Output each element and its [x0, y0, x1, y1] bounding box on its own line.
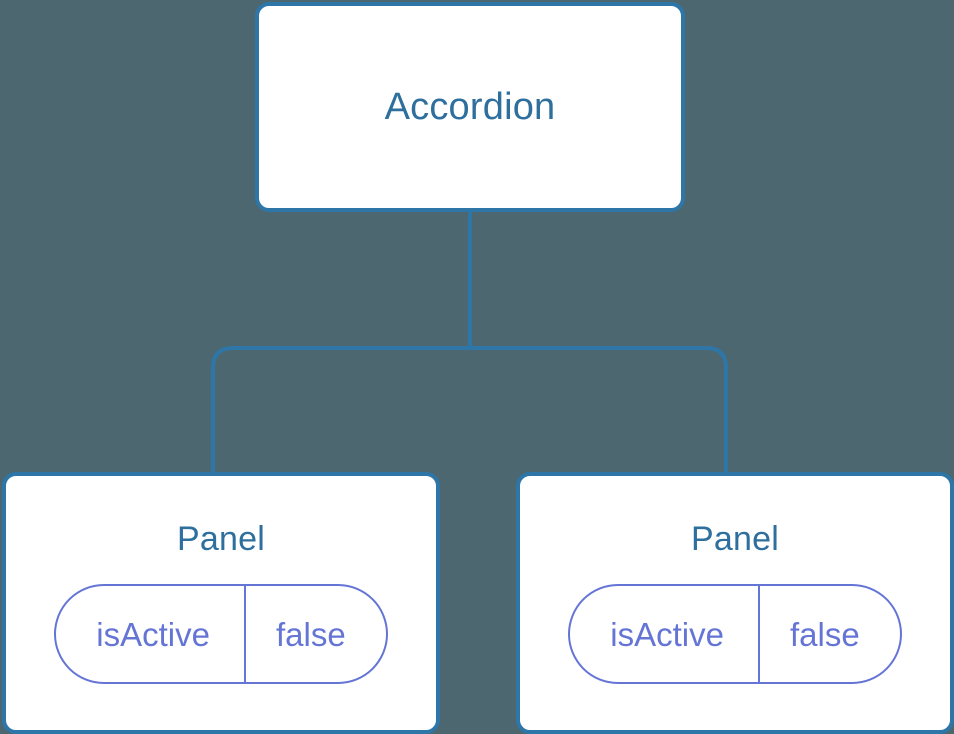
prop-pill[interactable]: isActive false — [568, 584, 902, 684]
prop-value-label: false — [243, 586, 386, 682]
component-node-panel-2[interactable]: Panel isActive false — [516, 472, 954, 734]
prop-value-label: false — [757, 586, 900, 682]
prop-pill[interactable]: isActive false — [54, 584, 388, 684]
component-name-label: Panel — [691, 520, 779, 558]
connector-branch-bus — [211, 346, 728, 472]
component-name-label: Panel — [177, 520, 265, 558]
prop-key-label: isActive — [96, 615, 210, 653]
component-node-panel-1[interactable]: Panel isActive false — [2, 472, 440, 734]
component-name-label: Accordion — [384, 86, 556, 128]
component-node-accordion[interactable]: Accordion — [255, 2, 685, 212]
prop-key-label: isActive — [610, 615, 724, 653]
